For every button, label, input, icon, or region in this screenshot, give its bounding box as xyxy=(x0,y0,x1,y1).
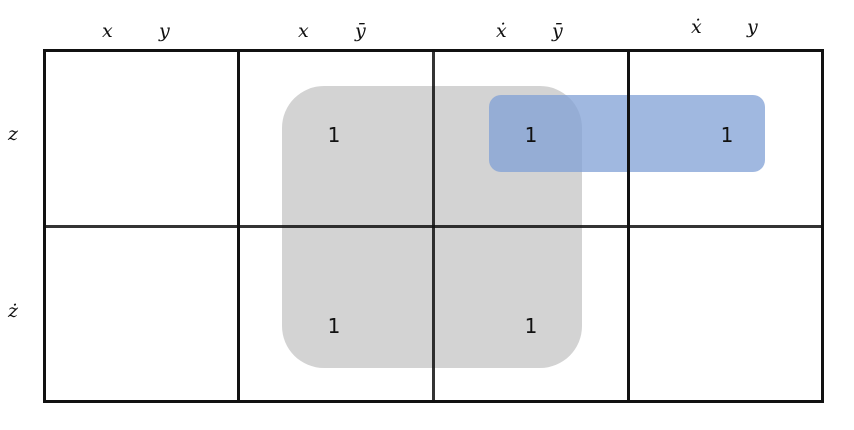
col-header-3-var1: ẋ xyxy=(496,20,507,42)
row-header-2: ż xyxy=(8,300,19,322)
cell-r1-c4: 1 xyxy=(720,123,734,147)
cell-r1-c2: 1 xyxy=(327,123,341,147)
col-header-3-var2: ȳ xyxy=(552,20,563,42)
col-header-2-var1: x xyxy=(298,20,309,42)
col-header-1-var1: x xyxy=(102,20,113,42)
col-header-2-var2: ȳ xyxy=(355,20,366,42)
grid-col-divider-3 xyxy=(627,49,630,403)
grid-right-border xyxy=(821,49,824,403)
grid-left-border xyxy=(43,49,46,403)
cell-r2-c3: 1 xyxy=(524,314,538,338)
cell-r2-c2: 1 xyxy=(327,314,341,338)
col-header-1-var2: y xyxy=(159,20,170,42)
col-header-4-var1: ẋ xyxy=(691,16,702,38)
cell-r1-c3: 1 xyxy=(524,123,538,147)
grid-col-divider-2 xyxy=(432,49,435,403)
row-header-1: z xyxy=(8,123,19,145)
grid-col-divider-1 xyxy=(237,49,240,403)
col-header-4-var2: y xyxy=(747,16,758,38)
